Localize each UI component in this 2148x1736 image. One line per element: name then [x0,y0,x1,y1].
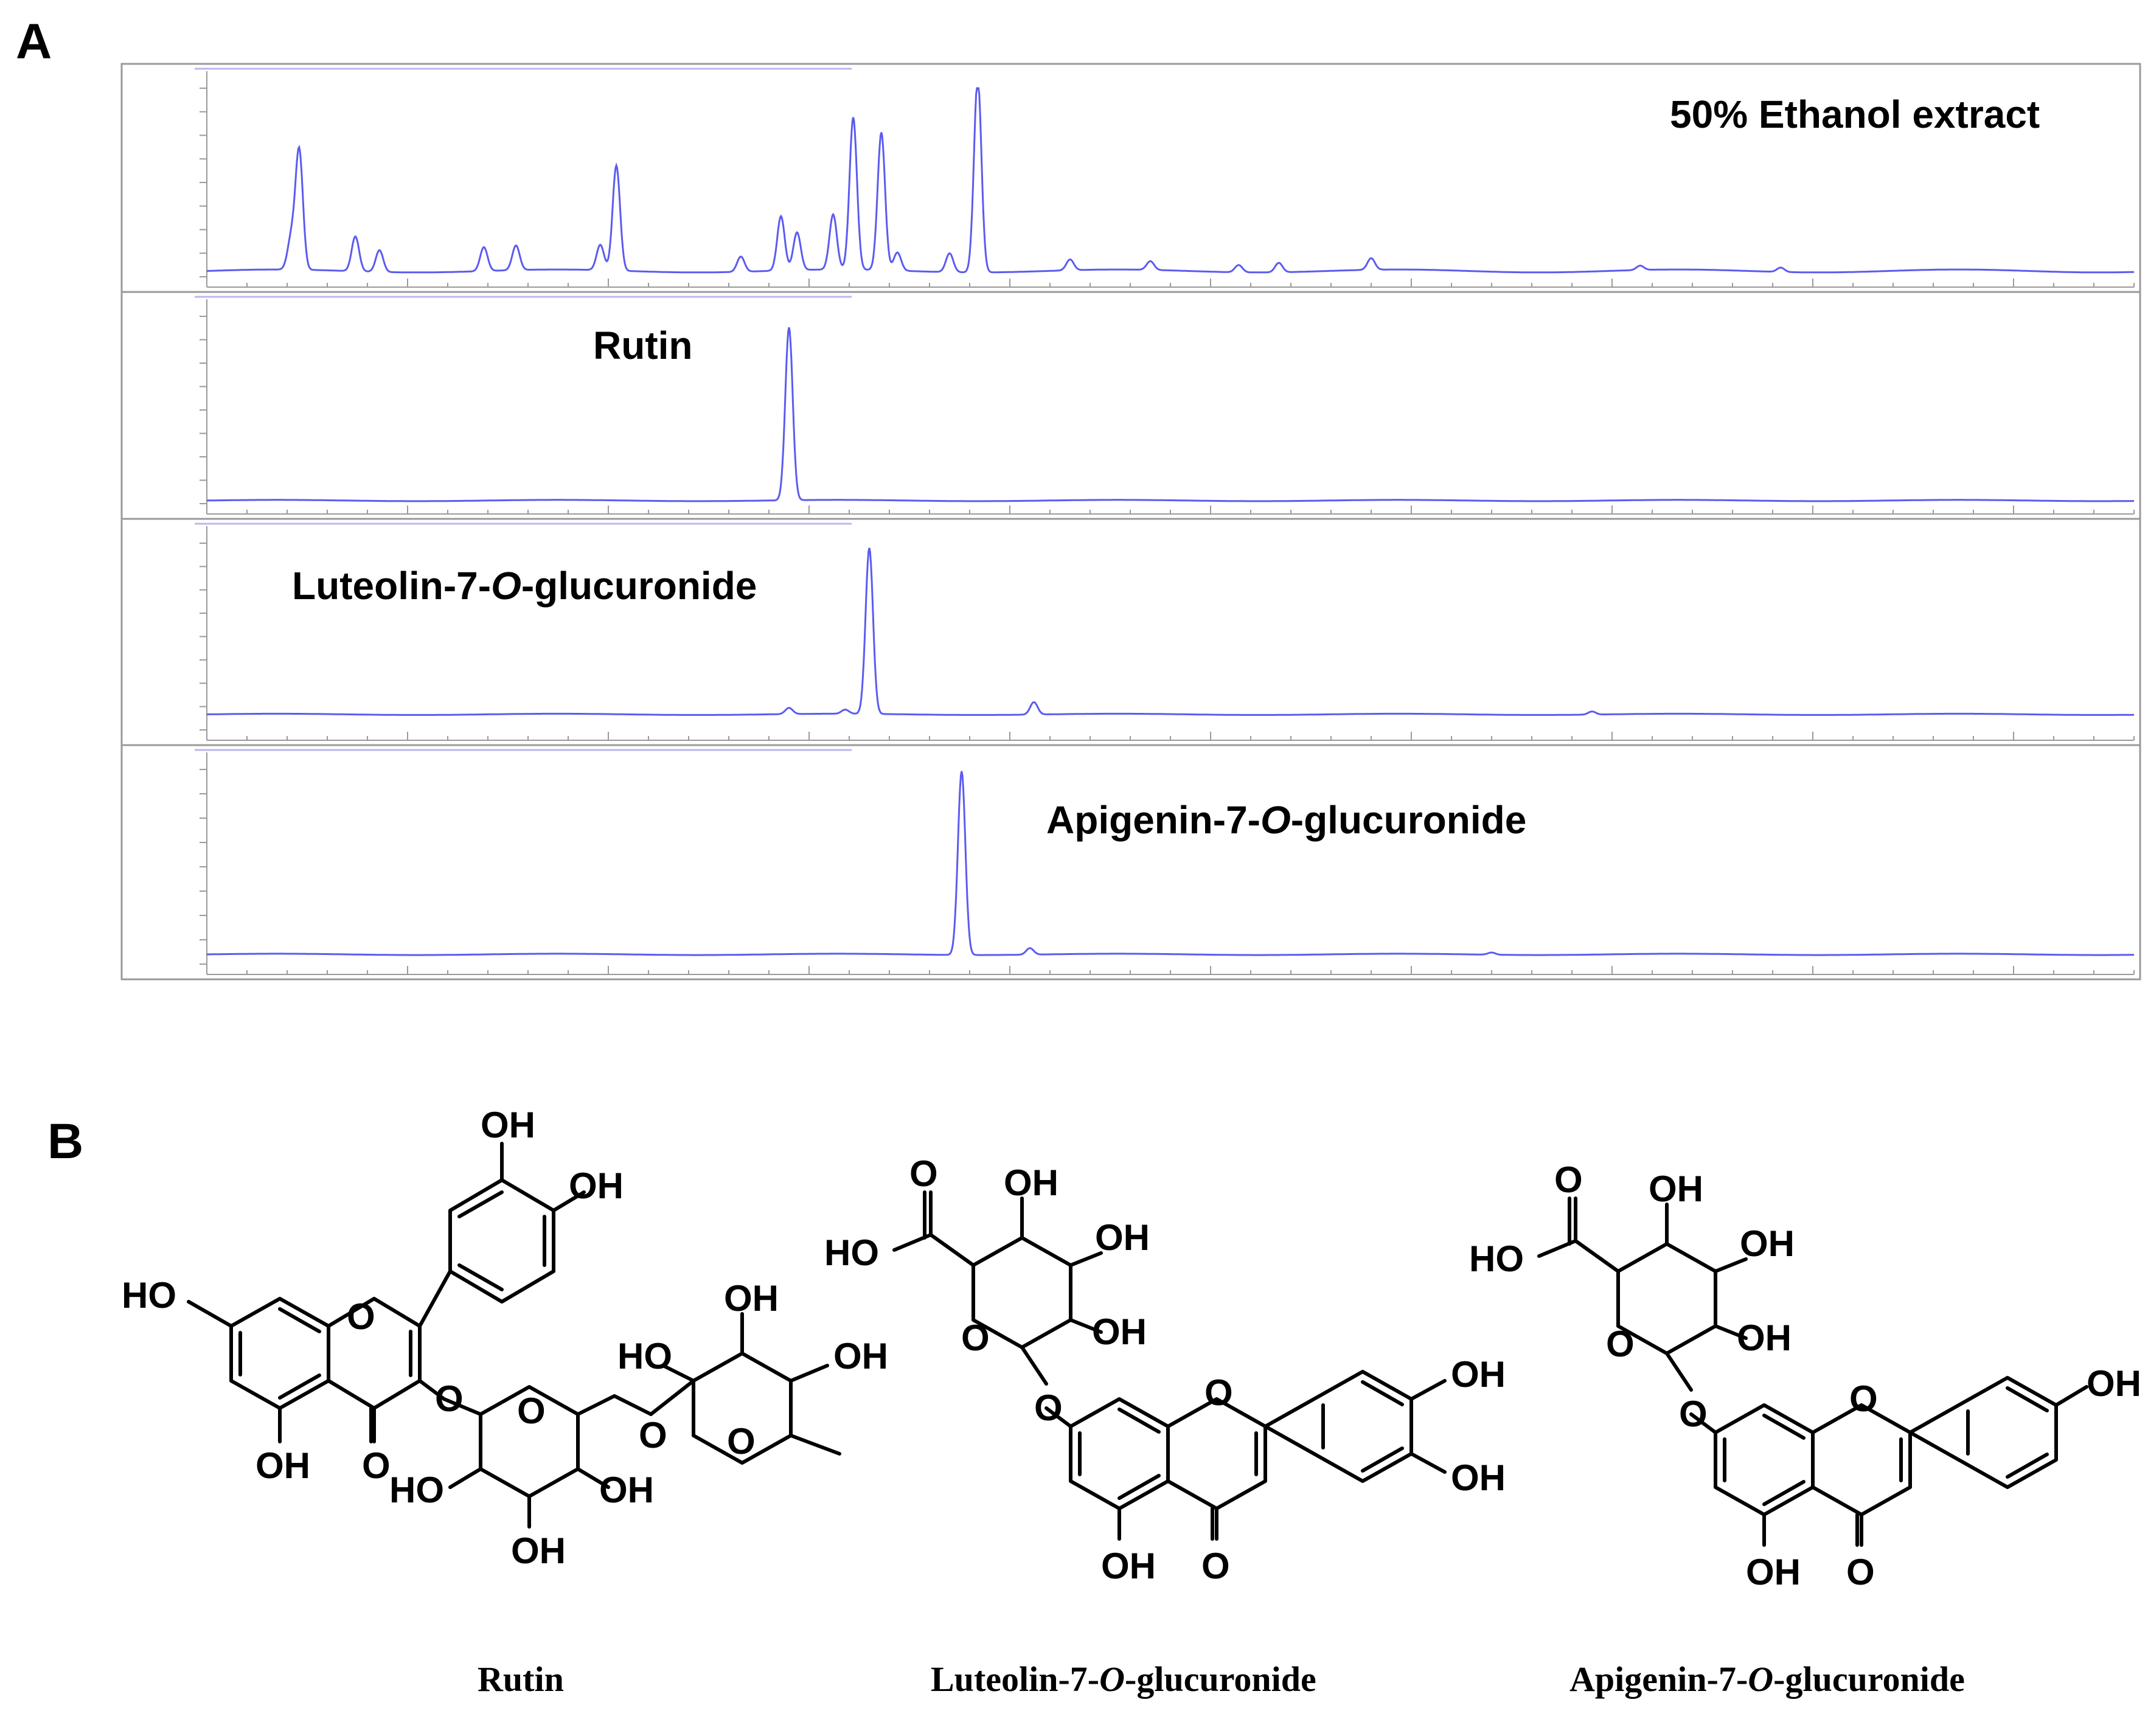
atom-o: O [517,1391,546,1431]
atom-oh: OH [511,1530,566,1571]
luteolin-name: Luteolin-7-O-glucuronide [931,1659,1316,1699]
atom-oh: OH [255,1445,310,1486]
chromatogram-trace-4: Apigenin-7-O-glucuronide [120,744,2141,981]
atom-o: O [347,1296,375,1337]
apigenin-atom-labels: O HO OH OH O OH O O OH O OH [1469,1159,2141,1592]
atom-o: O [1554,1159,1583,1200]
trace-line [206,87,2135,274]
atom-o: O [362,1445,391,1486]
apigenin-name-italic: O [1748,1659,1773,1699]
rutin-name: Rutin [478,1659,564,1699]
rutin-ring-a [229,1297,330,1410]
atom-oh: OH [833,1336,888,1377]
panel-letter-a: A [16,14,52,69]
atom-o: O [909,1153,938,1194]
chromatogram-trace-3: Luteolin-7-O-glucuronide [120,518,2141,746]
apigenin-ring-b [1908,1376,2058,1489]
atom-oh: OH [1101,1546,1156,1586]
trace-line [206,327,2134,502]
luteolin-structure [892,1190,1447,1541]
atom-oh: OH [1451,1457,1506,1498]
trace-label-2: Rutin [593,324,693,367]
atom-o: O [1606,1324,1635,1364]
rutin-ring-c [327,1297,422,1410]
trace-label-1: 50% Ethanol extract [1670,92,2040,136]
trace-frame [120,291,2141,520]
atom-ho: HO [824,1232,879,1273]
atom-ho: HO [389,1470,444,1510]
atom-oh: OH [1649,1168,1703,1209]
atom-ho: HO [1469,1238,1524,1279]
panel-letter-b: B [47,1114,84,1169]
rutin-ring-b [418,1178,555,1328]
apigenin-ring-c [1811,1403,1912,1516]
apigenin-name: Apigenin-7-O-glucuronide [1569,1659,1965,1699]
trace-frame [120,518,2141,746]
trace-label-4: Apigenin-7-O-glucuronide [1046,798,1526,842]
trace-label-3: Luteolin-7-O-glucuronide [292,564,757,608]
luteolin-name-prefix: Luteolin-7- [931,1659,1099,1699]
apigenin-name-prefix: Apigenin-7- [1569,1659,1748,1699]
atom-o: O [1679,1394,1708,1434]
atom-oh: OH [1746,1552,1801,1592]
atom-oh: OH [1095,1217,1150,1258]
luteolin-atom-labels: O HO OH OH O OH O O OH O OH OH [824,1153,1506,1586]
atom-o: O [435,1378,464,1419]
atom-oh: OH [1737,1318,1792,1358]
trace-line [207,771,2134,956]
trace-line [207,547,2135,716]
chromatogram-trace-2: Rutin [120,291,2141,520]
luteolin-ring-b [1263,1370,1413,1483]
luteolin-ring-c [1166,1397,1267,1510]
atom-o: O [727,1421,756,1462]
rutin-atom-labels: O HO OH O O OH OH O HO OH OH O O OH HO O… [122,1105,888,1571]
apigenin-name-suffix: -glucuronide [1773,1659,1965,1699]
luteolin-name-suffix: -glucuronide [1125,1659,1316,1699]
structures-panel: O HO OH O O OH OH O HO OH OH O O OH HO O… [122,1105,2141,1699]
apigenin-structure [1537,1196,2088,1547]
atom-o: O [1204,1372,1233,1413]
luteolin-name-italic: O [1099,1659,1125,1699]
luteolin-ring-a [1069,1397,1170,1510]
atom-oh: OH [1004,1162,1058,1203]
atom-oh: OH [1740,1223,1795,1264]
atom-oh: OH [569,1165,624,1206]
atom-oh: OH [2087,1363,2141,1404]
chromatogram-panel: 50% Ethanol extractRutinLuteolin-7-O-glu… [120,63,2141,981]
atom-o: O [961,1318,990,1358]
apigenin-ring-a [1714,1403,1815,1516]
atom-oh: OH [1092,1311,1147,1352]
atom-o: O [1034,1387,1063,1428]
rutin-structure [187,1142,841,1529]
chromatogram-trace-1: 50% Ethanol extract [120,63,2141,293]
atom-ho: HO [617,1336,672,1377]
atom-oh: OH [1451,1354,1506,1395]
trace-frame [120,744,2141,981]
atom-oh: OH [599,1470,654,1510]
atom-o: O [1846,1552,1875,1592]
atom-oh: OH [481,1105,535,1145]
atom-oh: OH [724,1278,779,1319]
atom-o: O [639,1415,667,1456]
atom-ho: HO [122,1275,176,1316]
atom-o: O [1849,1378,1878,1419]
atom-o: O [1201,1546,1230,1586]
